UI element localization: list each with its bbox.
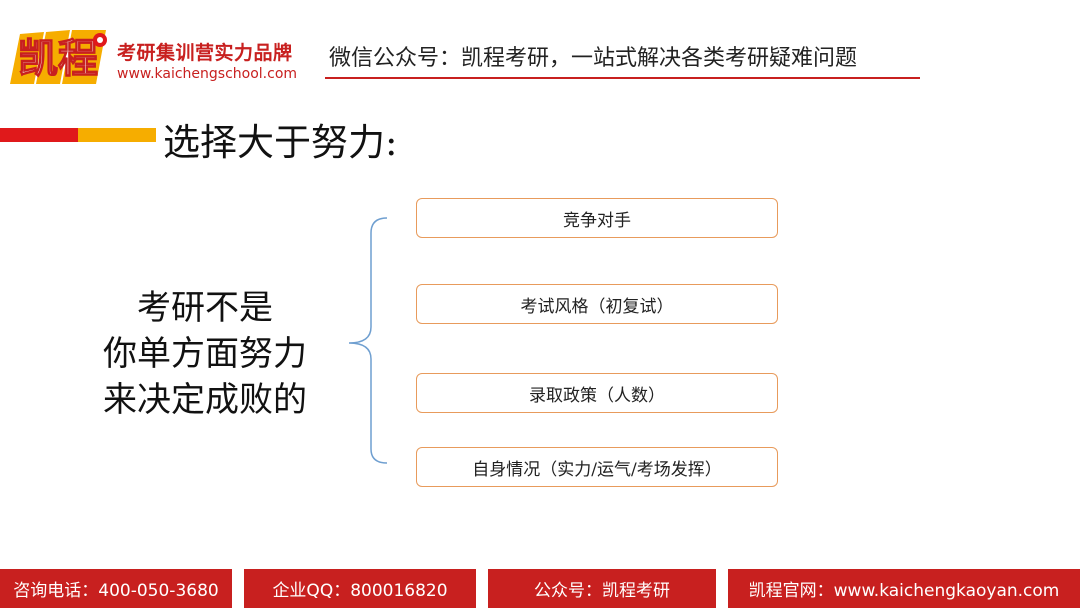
main-statement: 考研不是 你单方面努力 来决定成败的 [80,285,330,423]
brand-slogan: 考研集训营实力品牌 [117,42,293,64]
factor-box-admission-policy: 录取政策（人数） [416,373,778,413]
svg-text:凯程: 凯程 [18,36,98,82]
kaicheng-logo: 凯程 [10,30,107,84]
statement-line: 来决定成败的 [103,380,307,420]
footer-qq: 企业QQ：800016820 [244,569,476,608]
footer-public-account: 公众号：凯程考研 [488,569,716,608]
statement-line: 你单方面努力 [103,334,307,374]
factor-box-personal-situation: 自身情况（实力/运气/考场发挥） [416,447,778,487]
title-accent-bar-red [0,128,78,142]
wechat-tagline: 微信公众号：凯程考研，一站式解决各类考研疑难问题 [329,46,858,71]
curly-brace [348,217,388,464]
footer-phone: 咨询电话：400-050-3680 [0,569,232,608]
factor-box-exam-style: 考试风格（初复试） [416,284,778,324]
footer-website-link[interactable]: 凯程官网：www.kaichengkaoyan.com [728,569,1080,608]
statement-line: 考研不是 [137,288,273,328]
section-title: 选择大于努力: [163,121,398,164]
factor-box-competitors: 竞争对手 [416,198,778,238]
brand-url: www.kaichengschool.com [117,66,298,82]
header-divider [325,77,920,79]
title-accent-bar-yellow [78,128,156,142]
